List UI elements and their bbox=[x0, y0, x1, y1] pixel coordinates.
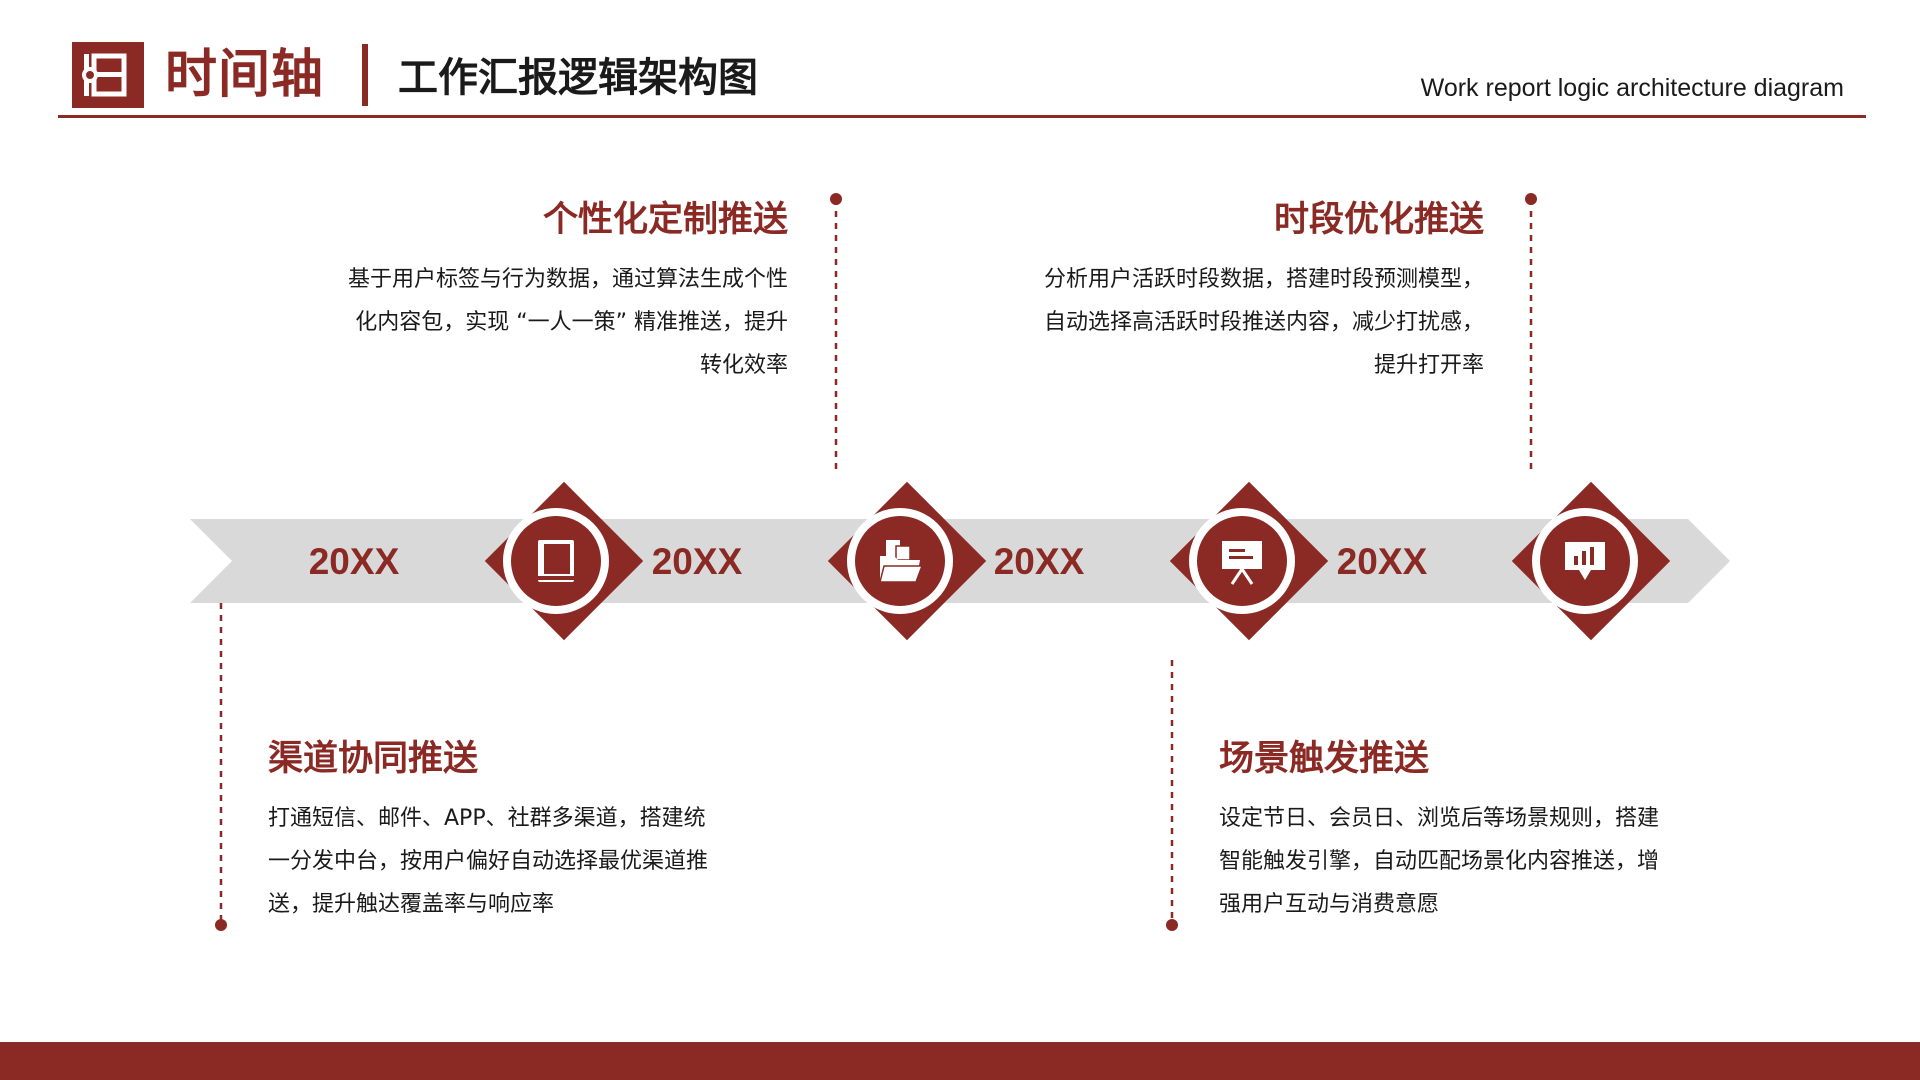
timeline-item-4: 场景触发推送 设定节日、会员日、浏览后等场景规则，搭建 智能触发引擎，自动匹配场… bbox=[1219, 735, 1819, 926]
presentation-board-icon bbox=[1222, 541, 1262, 585]
connector-dot-1 bbox=[830, 193, 842, 205]
folder-documents-icon bbox=[879, 540, 924, 583]
timeline-item-2: 时段优化推送 分析用户活跃时段数据，搭建时段预测模型， 自动选择高活跃时段推送内… bbox=[884, 196, 1484, 387]
timeline-node-2 bbox=[827, 481, 987, 641]
year-label-4: 20XX bbox=[1337, 541, 1428, 582]
item-body-3: 打通短信、邮件、APP、社群多渠道，搭建统 一分发中台，按用户偏好自动选择最优渠… bbox=[268, 806, 709, 917]
connector-dot-3 bbox=[215, 919, 227, 931]
page-subtitle: 工作汇报逻辑架构图 bbox=[398, 55, 758, 101]
header-rule bbox=[58, 115, 1866, 118]
title-divider bbox=[362, 44, 368, 106]
page-title: 时间轴 bbox=[165, 45, 325, 105]
item-body-2: 分析用户活跃时段数据，搭建时段预测模型， 自动选择高活跃时段推送内容，减少打扰感… bbox=[1043, 267, 1484, 378]
timeline-node-3 bbox=[1169, 481, 1329, 641]
item-body-4: 设定节日、会员日、浏览后等场景规则，搭建 智能触发引擎，自动匹配场景化内容推送，… bbox=[1219, 806, 1660, 917]
book-icon bbox=[538, 540, 574, 582]
timeline-item-3: 渠道协同推送 打通短信、邮件、APP、社群多渠道，搭建统 一分发中台，按用户偏好… bbox=[268, 735, 868, 926]
footer-bar bbox=[0, 1042, 1920, 1080]
year-label-2: 20XX bbox=[652, 541, 743, 582]
item-body-1: 基于用户标签与行为数据，通过算法生成个性 化内容包，实现 “一人一策” 精准推送… bbox=[347, 267, 788, 378]
timeline-item-1: 个性化定制推送 基于用户标签与行为数据，通过算法生成个性 化内容包，实现 “一人… bbox=[188, 196, 788, 387]
chart-board-icon bbox=[1565, 542, 1605, 580]
timeline-node-4 bbox=[1511, 481, 1671, 641]
connector-dot-2 bbox=[1525, 193, 1537, 205]
connector-dot-4 bbox=[1166, 919, 1178, 931]
timeline-logo-icon bbox=[82, 53, 127, 97]
item-heading-2: 时段优化推送 bbox=[1273, 200, 1484, 240]
year-label-1: 20XX bbox=[309, 541, 400, 582]
year-label-3: 20XX bbox=[994, 541, 1085, 582]
item-heading-1: 个性化定制推送 bbox=[542, 200, 788, 240]
item-heading-4: 场景触发推送 bbox=[1219, 739, 1430, 779]
timeline-node-1 bbox=[484, 481, 644, 641]
logo bbox=[72, 42, 144, 108]
page-english-subtitle: Work report logic architecture diagram bbox=[1420, 74, 1844, 102]
item-heading-3: 渠道协同推送 bbox=[268, 739, 479, 779]
